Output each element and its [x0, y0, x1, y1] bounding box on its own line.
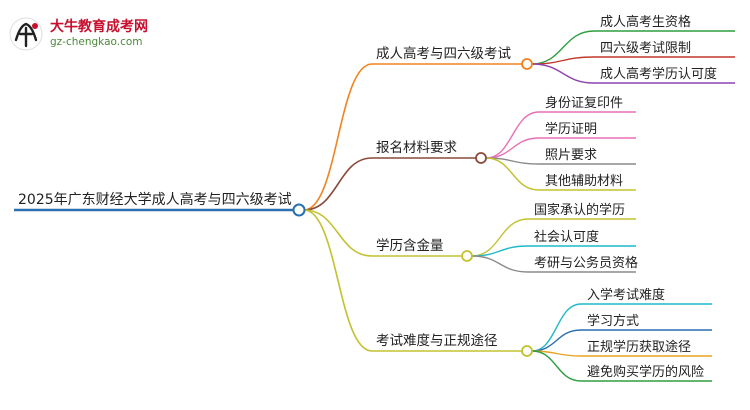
child-label: 四六级考试限制 — [600, 41, 691, 56]
child-label: 成人高考学历认可度 — [600, 66, 717, 82]
mindmap-nodes: 2025年广东财经大学成人高考与四六级考试 成人高考与四六级考试 成人高考生资格四六… — [18, 14, 717, 380]
child-edge — [531, 63, 595, 84]
child-edge — [531, 303, 582, 352]
child-label: 考研与公务员资格 — [534, 255, 638, 271]
branch-connector[interactable] — [475, 152, 487, 164]
child-label: 国家承认的学历 — [534, 202, 625, 218]
child-edge — [485, 137, 540, 159]
branch-edge — [303, 209, 373, 257]
branch-edge — [303, 209, 373, 352]
child-edge — [485, 111, 540, 159]
branch-connector[interactable] — [461, 250, 473, 262]
logo-url: gz-chengkao.com — [50, 36, 143, 48]
root-label: 2025年广东财经大学成人高考与四六级考试 — [18, 191, 292, 208]
branch-label: 报名材料要求 — [376, 140, 457, 156]
branch-label: 学历含金量 — [376, 238, 444, 254]
branch-connector[interactable] — [521, 345, 533, 357]
mindmap-edges — [14, 30, 735, 382]
child-label: 社会认可度 — [534, 229, 599, 245]
child-edge — [531, 30, 595, 65]
child-edge — [531, 350, 582, 382]
child-label: 正规学历获取途径 — [587, 339, 691, 355]
branch-label: 成人高考与四六级考试 — [376, 45, 511, 62]
child-edge — [471, 255, 529, 273]
logo-title: 大牛教育成考网 — [50, 19, 148, 35]
site-logo[interactable]: 大牛教育成考网 gz-chengkao.com — [8, 14, 158, 54]
child-label: 照片要求 — [545, 148, 597, 163]
child-label: 入学考试难度 — [587, 287, 665, 303]
child-label: 身份证复印件 — [545, 95, 623, 111]
logo-mascot-icon — [9, 17, 43, 51]
child-edge — [531, 329, 582, 352]
root-connector[interactable] — [292, 203, 306, 217]
branch-edge — [303, 63, 373, 211]
child-label: 其他辅助材料 — [545, 174, 623, 189]
child-label: 学习方式 — [587, 313, 639, 329]
child-label: 学历证明 — [545, 121, 597, 137]
branch-label: 考试难度与正规途径 — [376, 332, 498, 349]
child-label: 成人高考生资格 — [600, 14, 691, 30]
branch-connector[interactable] — [521, 58, 533, 70]
child-edge — [485, 157, 540, 191]
child-label: 避免购买学历的风险 — [587, 364, 704, 380]
branch-edge — [303, 157, 373, 211]
